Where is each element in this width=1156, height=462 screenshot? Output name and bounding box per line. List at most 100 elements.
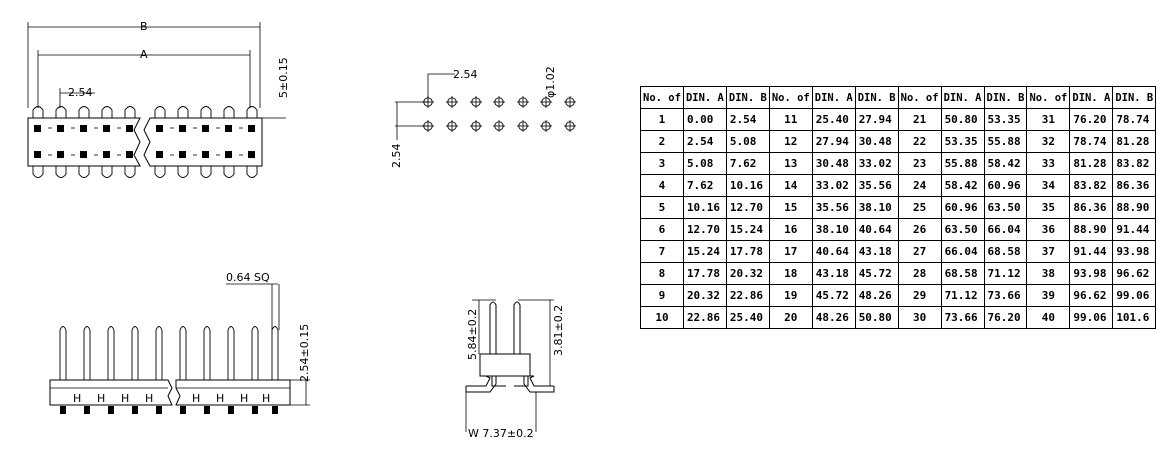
din-a-cell: 50.80 bbox=[940, 108, 985, 131]
svg-text:H: H bbox=[121, 392, 129, 405]
pin-count-cell: 11 bbox=[768, 108, 813, 131]
din-a-cell: 86.36 bbox=[1069, 196, 1114, 219]
pin-count-cell: 13 bbox=[768, 152, 813, 175]
pin-count-cell: 12 bbox=[768, 130, 813, 153]
top-pitch-label: 2.54 bbox=[68, 86, 93, 99]
din-a-cell: 43.18 bbox=[811, 262, 856, 285]
pin-count-cell: 3 bbox=[640, 152, 684, 175]
din-b-cell: 96.62 bbox=[1112, 262, 1156, 285]
pin-count-cell: 8 bbox=[640, 262, 684, 285]
din-b-cell: 99.06 bbox=[1112, 284, 1156, 307]
pin-count-cell: 37 bbox=[1026, 240, 1071, 263]
pin-count-cell: 32 bbox=[1026, 130, 1071, 153]
table-header: No. of bbox=[897, 86, 942, 109]
din-a-cell: 83.82 bbox=[1069, 174, 1114, 197]
pin-count-cell: 5 bbox=[640, 196, 684, 219]
din-b-cell: 20.32 bbox=[725, 262, 770, 285]
din-b-cell: 15.24 bbox=[725, 218, 770, 241]
din-b-cell: 88.90 bbox=[1112, 196, 1156, 219]
din-a-cell: 68.58 bbox=[940, 262, 985, 285]
footprint-view: 2.54 φ1.02 2.54 bbox=[390, 66, 576, 168]
din-a-cell: 96.62 bbox=[1069, 284, 1114, 307]
din-b-cell: 2.54 bbox=[725, 108, 770, 131]
pin-count-cell: 15 bbox=[768, 196, 813, 219]
pin-count-cell: 9 bbox=[640, 284, 684, 307]
table-header: DIN. B bbox=[1112, 86, 1156, 109]
pin-count-cell: 18 bbox=[768, 262, 813, 285]
din-b-cell: 12.70 bbox=[725, 196, 770, 219]
din-b-cell: 63.50 bbox=[983, 196, 1028, 219]
svg-text:H: H bbox=[216, 392, 224, 405]
pin-count-cell: 6 bbox=[640, 218, 684, 241]
pin-count-cell: 4 bbox=[640, 174, 684, 197]
din-a-cell: 38.10 bbox=[811, 218, 856, 241]
din-b-cell: 5.08 bbox=[725, 130, 770, 153]
pin-count-cell: 29 bbox=[897, 284, 942, 307]
pin-count-cell: 22 bbox=[897, 130, 942, 153]
svg-text:H: H bbox=[97, 392, 105, 405]
pin-count-cell: 7 bbox=[640, 240, 684, 263]
din-a-cell: 55.88 bbox=[940, 152, 985, 175]
din-a-cell: 2.54 bbox=[682, 130, 727, 153]
din-a-cell: 48.26 bbox=[811, 306, 856, 329]
pin-count-cell: 14 bbox=[768, 174, 813, 197]
pin-count-cell: 35 bbox=[1026, 196, 1071, 219]
din-b-cell: 25.40 bbox=[725, 306, 770, 329]
din-b-cell: 10.16 bbox=[725, 174, 770, 197]
din-a-cell: 53.35 bbox=[940, 130, 985, 153]
din-a-cell: 22.86 bbox=[682, 306, 727, 329]
pin-count-cell: 36 bbox=[1026, 218, 1071, 241]
din-a-cell: 78.74 bbox=[1069, 130, 1114, 153]
top-height-label: 5±0.15 bbox=[277, 57, 290, 98]
table-header: DIN. B bbox=[983, 86, 1028, 109]
din-b-cell: 93.98 bbox=[1112, 240, 1156, 263]
pin-count-cell: 1 bbox=[640, 108, 684, 131]
pin-count-cell: 10 bbox=[640, 306, 684, 329]
din-b-cell: 81.28 bbox=[1112, 130, 1156, 153]
table-header: DIN. A bbox=[682, 86, 727, 109]
din-a-cell: 27.94 bbox=[811, 130, 856, 153]
svg-text:H: H bbox=[145, 392, 153, 405]
pin-count-cell: 2 bbox=[640, 130, 684, 153]
din-a-cell: 0.00 bbox=[682, 108, 727, 131]
pin-count-cell: 23 bbox=[897, 152, 942, 175]
din-a-cell: 66.04 bbox=[940, 240, 985, 263]
din-b-cell: 60.96 bbox=[983, 174, 1028, 197]
pin-count-cell: 21 bbox=[897, 108, 942, 131]
table-header: No. of bbox=[640, 86, 684, 109]
hole-diameter-label: φ1.02 bbox=[544, 66, 557, 98]
dim-a-label: A bbox=[140, 48, 148, 61]
tail-length-label: 3.81±0.2 bbox=[552, 305, 565, 356]
pin-count-cell: 38 bbox=[1026, 262, 1071, 285]
din-b-cell: 35.56 bbox=[854, 174, 899, 197]
svg-text:H: H bbox=[240, 392, 248, 405]
din-b-cell: 38.10 bbox=[854, 196, 899, 219]
pin-count-cell: 17 bbox=[768, 240, 813, 263]
width-label: W 7.37±0.2 bbox=[468, 427, 534, 440]
table-header: DIN. B bbox=[725, 86, 770, 109]
din-b-cell: 53.35 bbox=[983, 108, 1028, 131]
din-b-cell: 66.04 bbox=[983, 218, 1028, 241]
svg-text:H: H bbox=[192, 392, 200, 405]
din-a-cell: 15.24 bbox=[682, 240, 727, 263]
din-a-cell: 7.62 bbox=[682, 174, 727, 197]
footprint-pitch-x-label: 2.54 bbox=[453, 68, 478, 81]
pin-length-label: 5.84±0.2 bbox=[466, 309, 479, 360]
table-header: DIN. A bbox=[1069, 86, 1114, 109]
pin-count-cell: 28 bbox=[897, 262, 942, 285]
din-a-cell: 60.96 bbox=[940, 196, 985, 219]
din-b-cell: 33.02 bbox=[854, 152, 899, 175]
din-b-cell: 45.72 bbox=[854, 262, 899, 285]
din-b-cell: 55.88 bbox=[983, 130, 1028, 153]
pin-count-cell: 30 bbox=[897, 306, 942, 329]
din-a-cell: 76.20 bbox=[1069, 108, 1114, 131]
pin-count-cell: 39 bbox=[1026, 284, 1071, 307]
table-header: DIN. A bbox=[940, 86, 985, 109]
din-b-cell: 86.36 bbox=[1112, 174, 1156, 197]
